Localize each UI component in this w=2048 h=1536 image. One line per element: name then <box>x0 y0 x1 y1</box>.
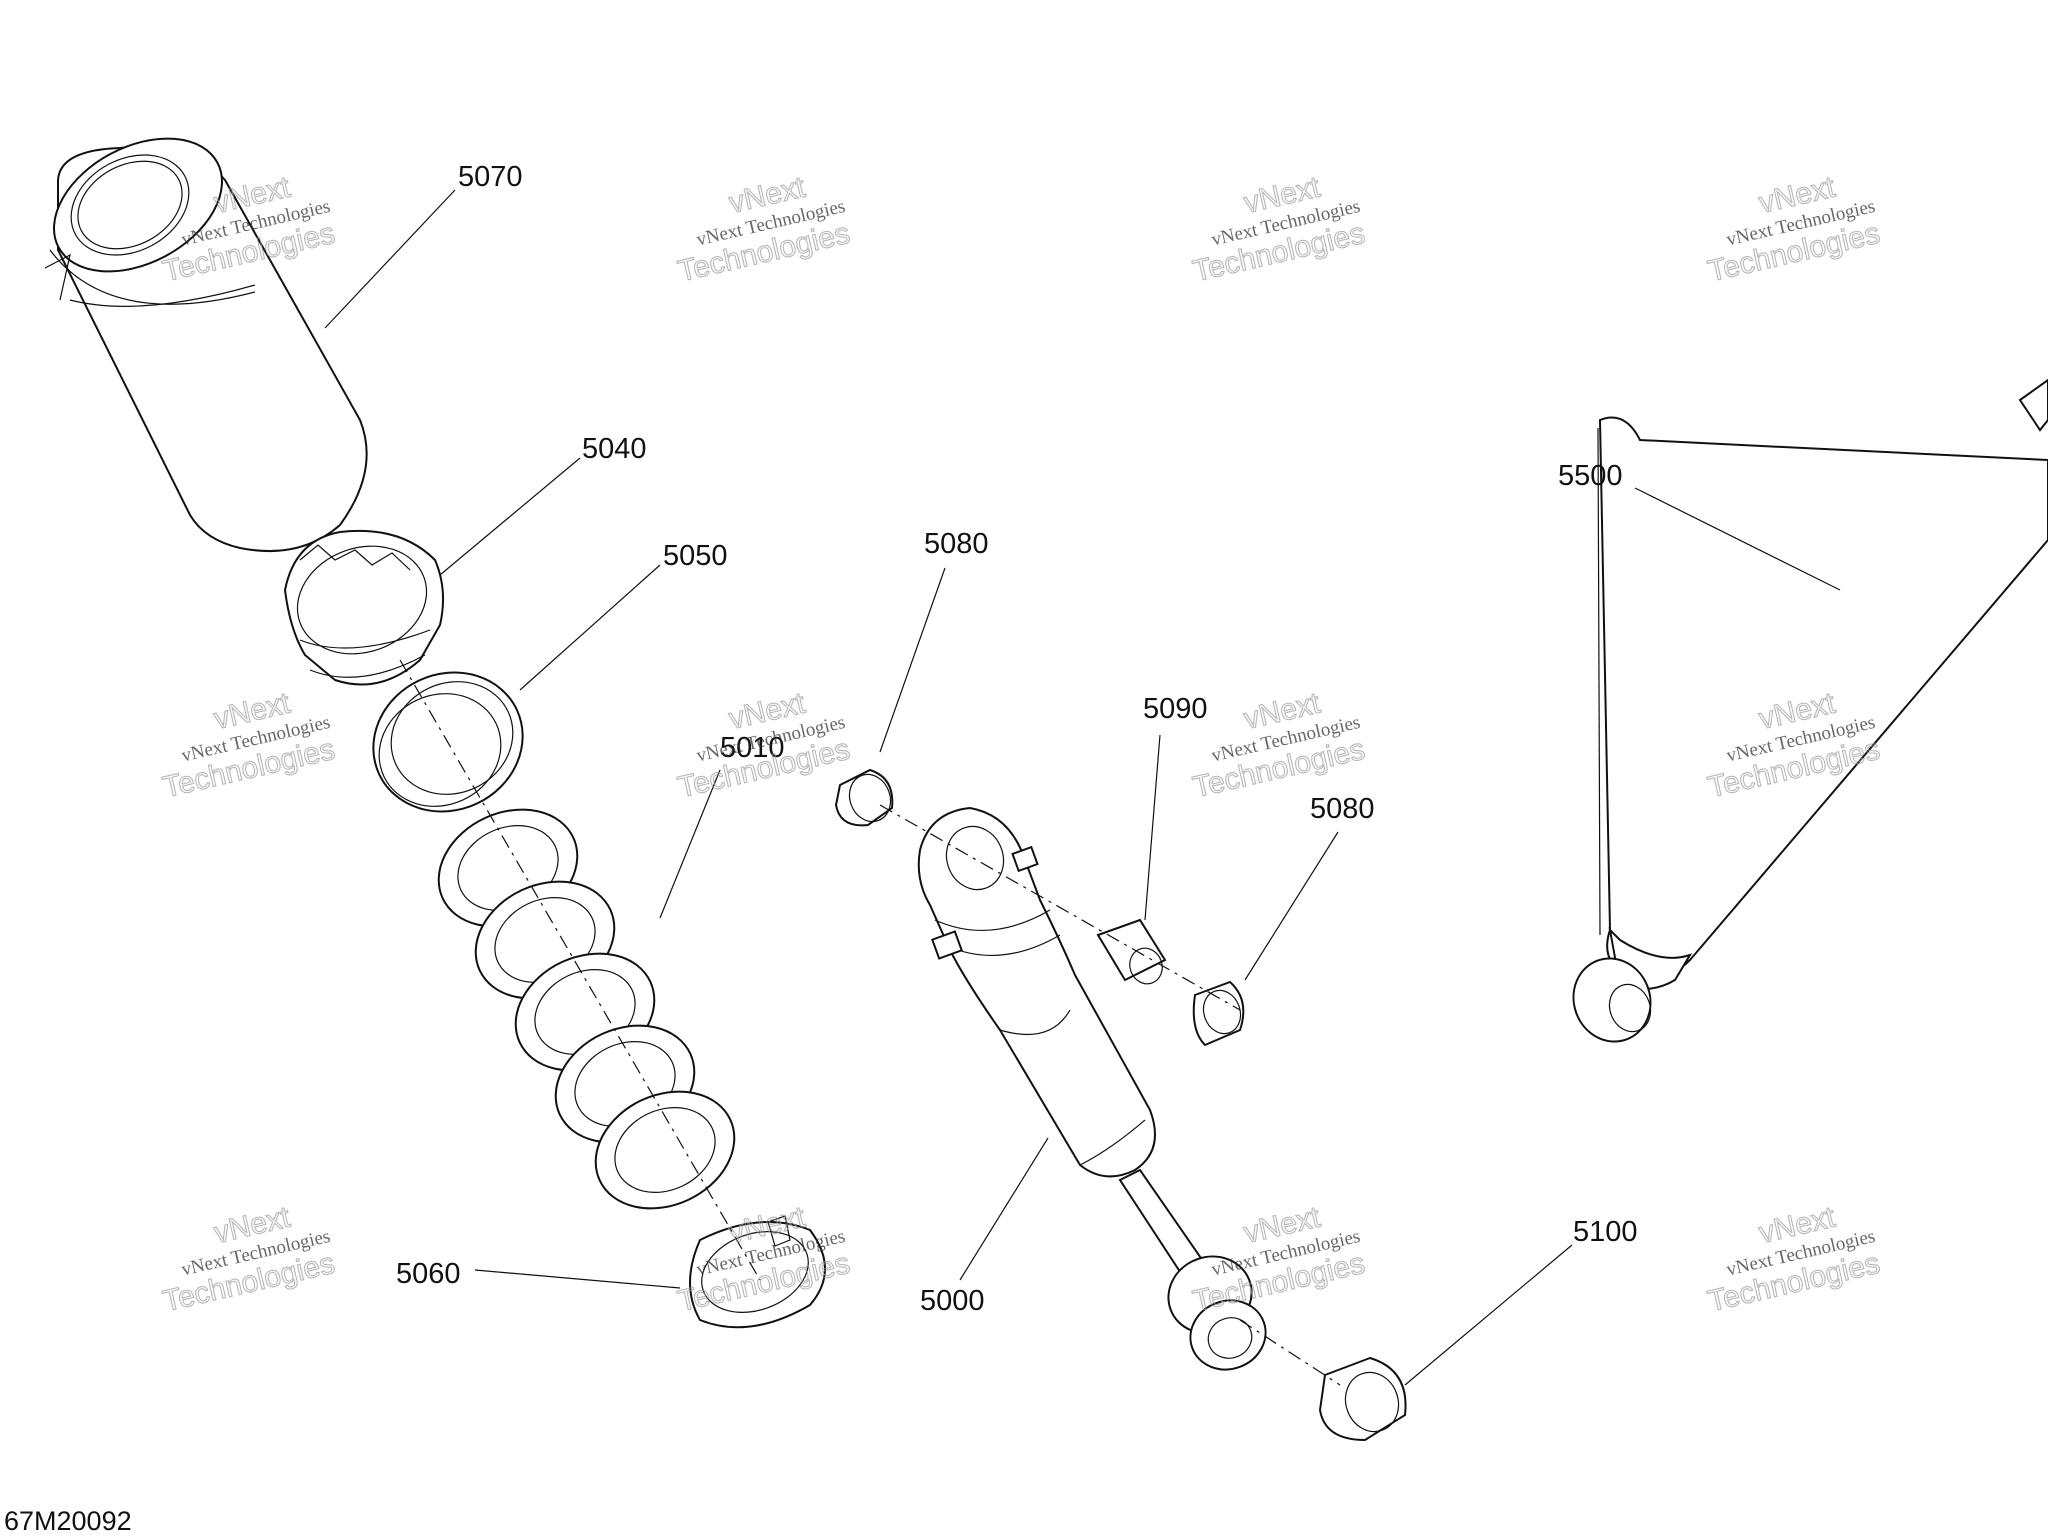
part-bushing-upper <box>834 768 894 827</box>
watermark: vNext vNext Technologies Technologies <box>1189 1200 1368 1319</box>
part-shock-assembly <box>1572 378 2048 1043</box>
callout-5080-lower: 5080 <box>1310 793 1375 825</box>
part-spring-retainer <box>283 529 444 686</box>
callout-5010: 5010 <box>720 732 785 764</box>
part-shock-absorber <box>917 806 1267 1371</box>
leader-lines <box>324 189 1841 1386</box>
watermark: vNext vNext Technologies Technologies <box>674 170 853 289</box>
callout-5070: 5070 <box>458 161 523 193</box>
watermark: vNext vNext Technologies Technologies <box>1704 170 1883 289</box>
callout-5100: 5100 <box>1573 1216 1638 1248</box>
watermark: vNext vNext Technologies Technologies <box>1704 1200 1883 1319</box>
part-bushing-lower <box>1192 980 1245 1047</box>
callout-5040: 5040 <box>582 433 647 465</box>
callout-5000: 5000 <box>920 1285 985 1317</box>
watermark: vNext vNext Technologies Technologies <box>674 686 853 805</box>
drawing-reference-number: 67M20092 <box>4 1506 132 1536</box>
part-bushing-bottom <box>1318 1356 1407 1442</box>
watermark: vNext vNext Technologies Technologies <box>674 1200 853 1319</box>
callout-labels: 5070 5040 5050 5010 5060 5080 5090 5080 … <box>396 161 1638 1317</box>
callout-5090: 5090 <box>1143 693 1208 725</box>
part-coil-spring <box>437 808 736 1210</box>
watermark: vNext vNext Technologies Technologies <box>1189 170 1368 289</box>
part-spacer <box>1096 918 1167 985</box>
callout-5050: 5050 <box>663 540 728 572</box>
assembly-axis-lines <box>399 659 1341 1386</box>
callout-5060: 5060 <box>396 1258 461 1290</box>
watermark: vNext vNext Technologies Technologies <box>159 686 338 805</box>
callout-5500: 5500 <box>1558 460 1623 492</box>
callout-5080-upper: 5080 <box>924 528 989 560</box>
part-dust-boot <box>44 137 368 553</box>
part-spring-seat <box>689 1215 826 1329</box>
watermark: vNext vNext Technologies Technologies <box>159 1200 338 1319</box>
